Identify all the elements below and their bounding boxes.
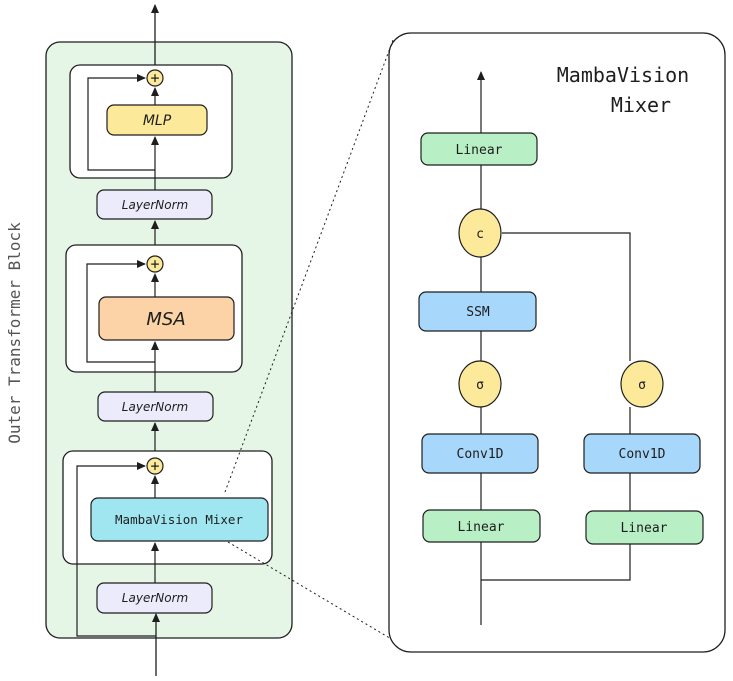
add-circle-top xyxy=(146,69,164,87)
msa-label: MSA xyxy=(146,309,185,330)
layernorm-mid-label: LayerNorm xyxy=(122,400,188,414)
plus-icon-mid: + xyxy=(150,255,159,273)
add-circle-mid xyxy=(146,255,164,273)
conv1d-left-box xyxy=(421,433,539,474)
zoom-line-top xyxy=(224,39,394,493)
linear-top-label: Linear xyxy=(456,143,503,158)
linear-right-box xyxy=(585,510,704,545)
detail-title-line2: Mixer xyxy=(611,93,671,117)
conv1d-right-label: Conv1D xyxy=(619,447,666,462)
mlp-label: MLP xyxy=(143,113,172,129)
sigma-right-label: σ xyxy=(638,378,646,393)
mlp-box xyxy=(106,104,208,136)
mamba-mixer-label: MambaVision Mixer xyxy=(115,512,243,527)
conv1d-right-box xyxy=(583,433,701,474)
branch-merge-line xyxy=(502,232,631,361)
concat-label: c xyxy=(476,227,484,242)
ssm-box xyxy=(418,291,537,332)
mixer-detail-panel xyxy=(388,32,726,653)
outer-block-label: Outer Transformer Block xyxy=(5,222,24,444)
sigma-left-circle xyxy=(458,360,502,408)
layernorm-top-label: LayerNorm xyxy=(122,198,188,212)
linear-right-label: Linear xyxy=(621,521,668,536)
sigma-left-label: σ xyxy=(476,378,484,393)
concat-circle xyxy=(458,208,502,258)
zoom-line-bottom xyxy=(227,541,394,641)
ssm-label: SSM xyxy=(466,305,490,320)
detail-title-line1: MambaVision xyxy=(557,63,689,87)
linear-left-box xyxy=(422,509,541,543)
plus-icon-bottom: + xyxy=(150,457,159,475)
linear-top-box xyxy=(420,132,538,166)
conv1d-left-label: Conv1D xyxy=(457,447,504,462)
mamba-mixer-box xyxy=(90,497,269,542)
layernorm-bottom-label: LayerNorm xyxy=(122,591,188,605)
layernorm-mid-box xyxy=(97,391,214,422)
add-circle-bottom xyxy=(146,457,164,475)
linear-left-label: Linear xyxy=(458,520,505,535)
msa-box xyxy=(98,296,235,341)
branch-split-line xyxy=(481,542,631,581)
layernorm-bottom-box xyxy=(96,582,213,614)
plus-icon-top: + xyxy=(150,69,159,87)
layernorm-top-box xyxy=(96,189,213,220)
sigma-right-circle xyxy=(620,360,664,408)
